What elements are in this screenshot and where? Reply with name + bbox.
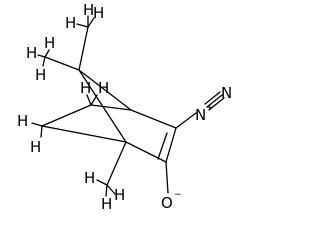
bond-c2-o <box>165 161 169 194</box>
label-n-inner: N <box>195 106 206 124</box>
bond-c2-c1 <box>125 141 167 163</box>
label-h-ch2-1: H <box>80 79 91 97</box>
label-oxygen: O <box>161 194 173 212</box>
bond-c3-n <box>175 112 197 129</box>
bond-c5-c6 <box>41 104 92 127</box>
bond-c7-c4 <box>78 69 132 111</box>
hydrogen-bonds <box>31 15 116 197</box>
bond-ch3bottom-h2 <box>105 184 108 197</box>
label-h-bottom-2: H <box>101 195 112 213</box>
label-h-ch2-2: H <box>98 79 109 97</box>
label-h-top-2: H <box>65 14 76 32</box>
bond-c3-c2-inner <box>157 132 168 160</box>
bond-c6-h1 <box>31 122 43 127</box>
bond-c5-h2 <box>90 94 98 106</box>
label-n-outer: N <box>221 84 232 102</box>
bond-ch3bottom-h1 <box>96 179 108 186</box>
bond-c6-h2 <box>40 125 43 138</box>
label-h-top-3: H <box>93 4 104 22</box>
heteroatom-bonds <box>165 91 225 194</box>
bond-ch3bottom-h3 <box>106 184 116 195</box>
label-h-left-1: H <box>26 44 37 62</box>
label-oxygen-charge: − <box>174 190 182 200</box>
bond-n-n-triple-2 <box>204 91 221 105</box>
bond-ch3left-h1 <box>37 54 46 58</box>
label-h-ch2-3: H <box>17 112 28 130</box>
label-h-left-2: H <box>44 34 55 52</box>
label-h-bottom-3: H <box>114 186 125 204</box>
label-n-inner-charge: + <box>206 103 214 113</box>
skeleton-bonds <box>41 26 177 186</box>
bond-ch3left-h3 <box>42 56 46 67</box>
bond-ch3left-h2 <box>44 49 50 58</box>
bond-c1-ch3bottom <box>106 141 127 186</box>
bond-ch3top-h2 <box>76 23 89 28</box>
bond-c5-h1 <box>86 94 92 106</box>
bond-c7-ch3top <box>78 26 89 71</box>
label-h-top-1: H <box>83 1 94 19</box>
bond-c3-c2-outer <box>165 127 177 163</box>
bond-c7-ch3left <box>44 56 80 71</box>
bond-c4-c3 <box>130 109 177 129</box>
label-h-left-3: H <box>35 66 46 84</box>
chemical-structure-diagram: H H H H H H H H H H H H H N + N O − <box>17 1 232 213</box>
label-h-bottom-1: H <box>84 169 95 187</box>
bond-n-n-triple-3 <box>208 97 225 111</box>
bond-ch3top-h3 <box>87 17 95 28</box>
atom-labels: H H H H H H H H H H H H H N + N O − <box>17 1 232 213</box>
label-h-ch2-4: H <box>30 138 41 156</box>
bond-n-n-triple-1 <box>206 94 223 108</box>
bond-c4-c5 <box>90 104 132 111</box>
bond-c6-c1 <box>41 125 127 143</box>
